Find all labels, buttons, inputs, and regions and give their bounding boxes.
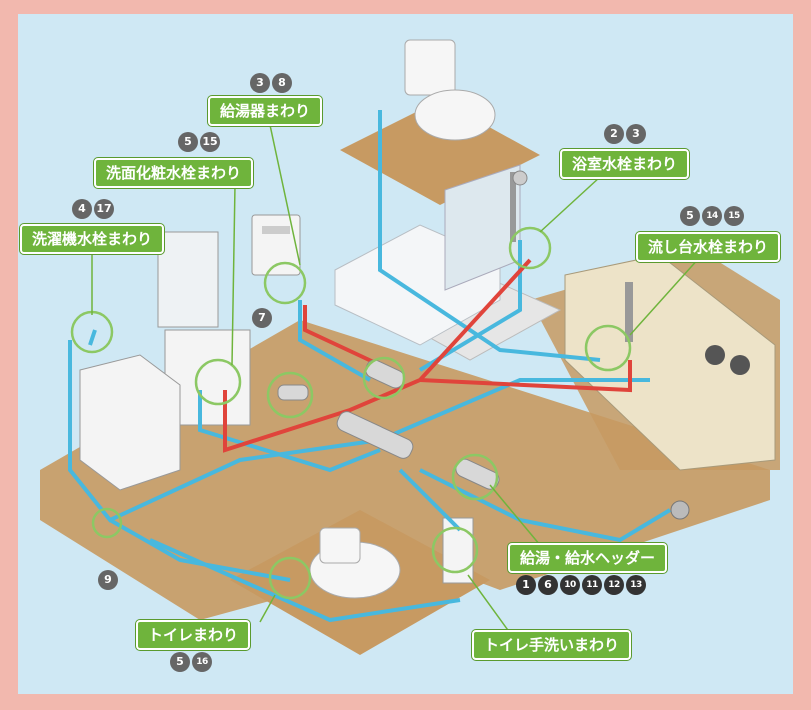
number-badge: 8 (272, 73, 292, 93)
number-badge: 6 (538, 575, 558, 595)
number-badge: 15 (724, 206, 744, 226)
water-header (277, 359, 500, 490)
label-toilet-handwash: トイレ手洗いまわり (472, 630, 632, 660)
number-badge: 5 (170, 652, 190, 672)
outdoor-faucet (670, 500, 690, 520)
label-kitchen: 流し台水栓まわり (636, 232, 781, 262)
bathroom-numbers: 2 3 (604, 124, 646, 144)
number-badge: 5 (178, 132, 198, 152)
number-badge: 14 (702, 206, 722, 226)
kitchen-numbers: 5 14 15 (680, 206, 744, 226)
label-bathroom: 浴室水栓まわり (560, 149, 690, 179)
toilet-numbers: 5 16 (170, 652, 212, 672)
toilet-bowl-top (414, 89, 496, 141)
number-badge: 2 (604, 124, 624, 144)
label-washbasin: 洗面化粧水栓まわり (94, 158, 254, 188)
number-badge: 3 (626, 124, 646, 144)
point-9-numbers: 9 (98, 570, 118, 590)
leader-lines (91, 124, 701, 634)
toilet-tank-top (404, 39, 456, 96)
number-badge: 17 (94, 199, 114, 219)
water-heater-numbers: 3 8 (250, 73, 292, 93)
number-badge: 3 (250, 73, 270, 93)
washbasin-mirror (157, 231, 219, 328)
washing-machine (79, 354, 181, 491)
kitchen-faucet (625, 282, 633, 342)
number-badge: 13 (626, 575, 646, 595)
washing-machine-numbers: 4 17 (72, 199, 114, 219)
label-washing-machine: 洗濯機水栓まわり (20, 224, 165, 254)
number-badge: 16 (192, 652, 212, 672)
number-badge: 7 (252, 308, 272, 328)
point-7-numbers: 7 (252, 308, 272, 328)
number-badge: 4 (72, 199, 92, 219)
label-water-heater: 給湯器まわり (208, 96, 323, 126)
label-toilet: トイレまわり (136, 620, 251, 650)
number-badge: 15 (200, 132, 220, 152)
shower (510, 172, 516, 242)
washbasin-numbers: 5 15 (178, 132, 220, 152)
number-badge: 10 (560, 575, 580, 595)
cold-water-pipes (68, 110, 672, 623)
header-numbers: 1 6 10 11 12 13 (516, 575, 646, 595)
label-header: 給湯・給水ヘッダー (508, 543, 668, 573)
number-badge: 12 (604, 575, 624, 595)
number-badge: 11 (582, 575, 602, 595)
hot-water-pipes (223, 258, 632, 453)
number-badge: 1 (516, 575, 536, 595)
number-badge: 5 (680, 206, 700, 226)
number-badge: 9 (98, 570, 118, 590)
